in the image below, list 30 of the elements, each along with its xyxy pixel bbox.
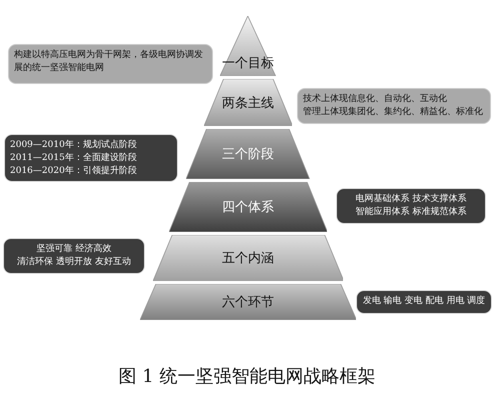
callout-text: 2011—2015年：全面建设阶段 [10, 152, 138, 165]
callout-box [336, 188, 486, 224]
layer-title: 六个环节 [220, 294, 275, 311]
callout-text: 构建以特高压电网为骨干网架，各级电网协调发展的统一坚强智能电网 [14, 49, 204, 75]
callout-text: 清洁环保 透明开放 友好互动 [16, 256, 132, 269]
callout-text: 电网基础体系 技术支撑体系 [354, 193, 468, 206]
callout-text: 管理上体现集团化、集约化、精益化、标准化 [303, 106, 484, 119]
callout-text: 2009—2010年：规划试点阶段 [10, 139, 138, 152]
callout-text: 发电 输电 变电 配电 用电 调度 [362, 295, 486, 308]
pyramid-layer [152, 235, 344, 281]
callout-box [297, 88, 491, 124]
pyramid-layer [140, 284, 356, 320]
pyramid-layer [186, 129, 310, 179]
layer-title: 三个阶段 [220, 146, 275, 163]
figure-caption: 图 1 统一坚强智能电网战略框架 [118, 365, 376, 388]
callout-text: 2016—2020年：引领提升阶段 [10, 165, 138, 178]
pyramid-layer [168, 182, 328, 232]
layer-title: 五个内涵 [220, 250, 275, 267]
pyramid-layer [220, 16, 276, 76]
callout-text: 智能应用体系 标准规范体系 [354, 206, 468, 219]
callout-text: 坚强可靠 经济高效 [36, 243, 112, 256]
pyramid-layer [204, 79, 292, 126]
layer-title: 两条主线 [220, 94, 275, 112]
callout-box [356, 290, 492, 314]
callout-box [4, 134, 178, 182]
layer-title: 四个体系 [220, 199, 275, 216]
callout-box [8, 44, 213, 84]
callout-text: 技术上体现信息化、自动化、互动化 [303, 93, 448, 106]
callout-box [3, 238, 145, 274]
layer-title: 一个目标 [220, 55, 275, 72]
